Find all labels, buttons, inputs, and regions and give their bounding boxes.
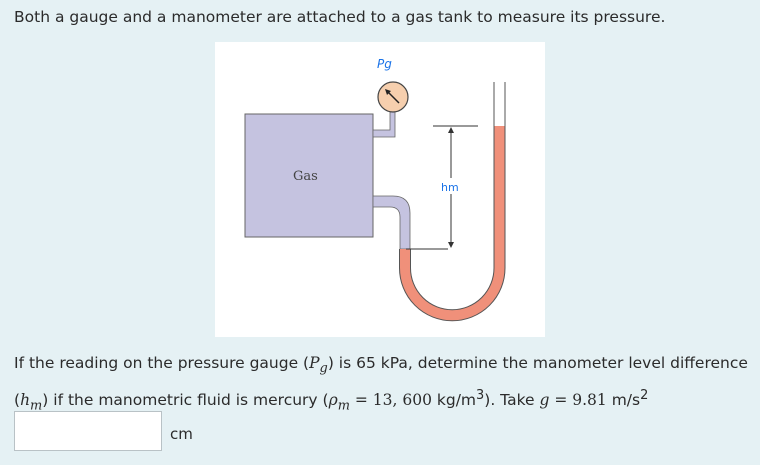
rho-sub: m: [337, 398, 350, 414]
gauge-pipe: [372, 111, 396, 138]
answer-unit: cm: [170, 425, 193, 443]
manometer-gas-pipe: [372, 195, 411, 250]
density-value: = 13, 600: [349, 391, 432, 410]
g-symbol: g: [539, 391, 550, 410]
mercury-u-tube: [399, 126, 506, 322]
hm-sub: m: [30, 398, 43, 414]
question-intro: Both a gauge and a manometer are attache…: [14, 8, 666, 26]
answer-input[interactable]: [14, 411, 162, 451]
question-text: If the reading on the pressure gauge (Pg…: [14, 350, 759, 419]
sup: 3: [476, 388, 485, 404]
tank-label: Gas: [293, 169, 318, 184]
text: ). Take: [484, 391, 540, 410]
text: ) is 65 kPa, determine the manometer lev…: [327, 354, 748, 372]
hm-symbol: h: [20, 391, 31, 410]
sup: 2: [640, 388, 649, 404]
height-label: hm: [441, 181, 459, 194]
density-unit: kg/m: [431, 391, 477, 410]
rho-symbol: ρ: [328, 391, 338, 410]
g-unit: m/s: [606, 391, 641, 410]
gauge-label: Pg: [377, 57, 392, 71]
pg-sub: g: [319, 361, 328, 377]
pg-symbol: P: [309, 354, 320, 372]
text: ) if the manometric fluid is mercury (: [42, 391, 329, 410]
text: (: [14, 391, 21, 410]
gas-tank: [244, 113, 374, 238]
text: If the reading on the pressure gauge (: [14, 354, 310, 372]
manometer-figure: Gas hm Pg: [215, 42, 545, 337]
g-value: = 9.81: [549, 391, 607, 410]
